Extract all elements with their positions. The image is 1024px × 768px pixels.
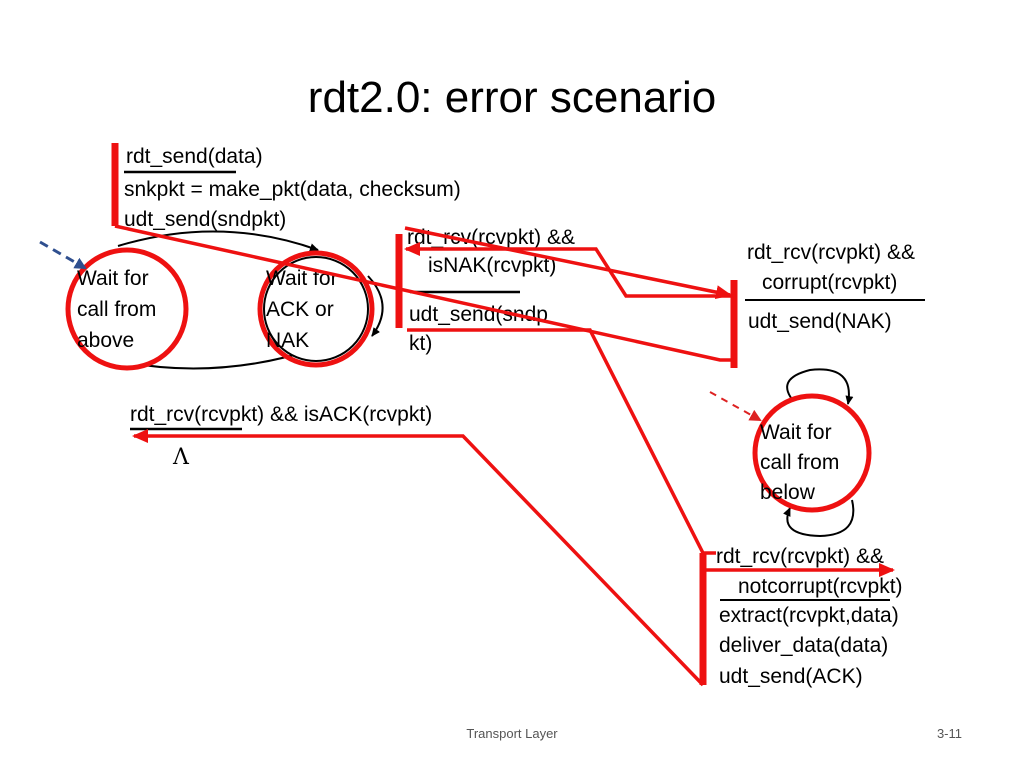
ok-action-label-1: extract(rcvpkt,data) <box>719 604 899 627</box>
nak-action-label-2: kt) <box>409 332 432 355</box>
nak-action-label-1: udt_send(sndp <box>409 303 548 326</box>
send-action-label-1: snkpkt = make_pkt(data, checksum) <box>124 178 461 201</box>
state-wait-call-from-below <box>752 393 872 513</box>
page-number: 3-11 <box>937 726 962 741</box>
ok-action-label-3: udt_send(ACK) <box>719 665 863 688</box>
slide-title: rdt2.0: error scenario <box>308 73 716 122</box>
state-wait-ack-or-nak-outline <box>263 256 369 362</box>
state-wait-call-label: Wait for call from above <box>77 267 162 352</box>
highlight-path-retransmit <box>407 328 716 555</box>
state-wait-ack-or-nak <box>257 250 375 368</box>
ok-event-label-1: rdt_rcv(rcvpkt) && <box>716 545 884 568</box>
send-event-label: rdt_send(data) <box>126 145 263 168</box>
nak-event-label-2: isNAK(rcvpkt) <box>428 254 556 277</box>
nak-event-label-1: rdt_rcv(rcvpkt) && <box>407 226 575 249</box>
footer-text: Transport Layer <box>466 726 558 741</box>
ack-action-lambda: Λ <box>172 445 190 470</box>
initial-arrow-receiver <box>709 391 762 421</box>
ack-event-label: rdt_rcv(rcvpkt) && isACK(rcvpkt) <box>130 403 432 426</box>
highlight-path-send-corrupt <box>114 224 734 362</box>
send-action-label-2: udt_send(sndpkt) <box>124 208 286 231</box>
initial-arrow-sender <box>39 240 87 270</box>
receiver-loop-bottom <box>783 499 855 538</box>
receiver-loop-top <box>786 368 854 409</box>
corrupt-event-label-2: corrupt(rcvpkt) <box>762 271 897 294</box>
state-wait-call-from-above <box>65 247 189 371</box>
ok-action-label-2: deliver_data(data) <box>719 634 888 657</box>
transition-arc-top <box>117 230 319 252</box>
state-wait-below-label: Wait for call from below <box>760 421 845 504</box>
corrupt-action-label: udt_send(NAK) <box>748 310 892 333</box>
highlight-arrow-corrupt <box>404 226 732 300</box>
ok-event-label-2: notcorrupt(rcvpkt) <box>738 575 903 598</box>
highlight-path-ack-return <box>132 429 705 687</box>
corrupt-event-label-1: rdt_rcv(rcvpkt) && <box>747 241 915 264</box>
